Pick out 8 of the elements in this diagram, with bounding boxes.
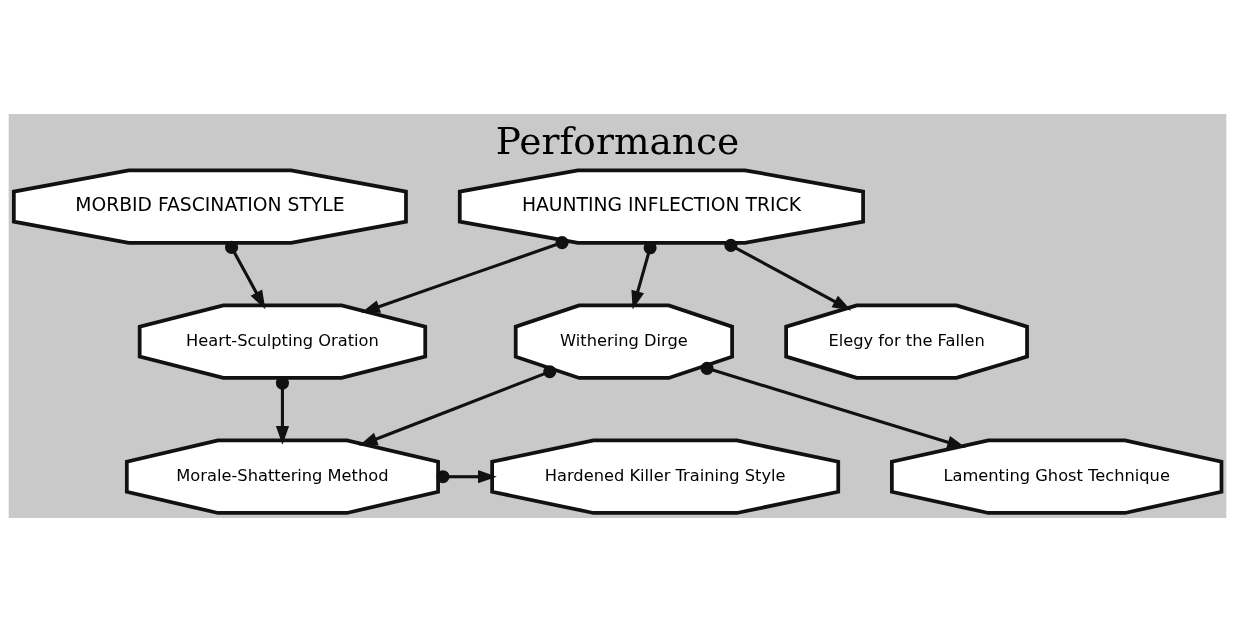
- arrow: [361, 235, 569, 313]
- arrow: [358, 364, 557, 446]
- arrow: [275, 376, 290, 445]
- arrow: [436, 469, 497, 483]
- arrow: [225, 240, 266, 309]
- arrow: [724, 238, 852, 310]
- diagram-title: Performance: [495, 118, 740, 163]
- arrow: [700, 361, 967, 448]
